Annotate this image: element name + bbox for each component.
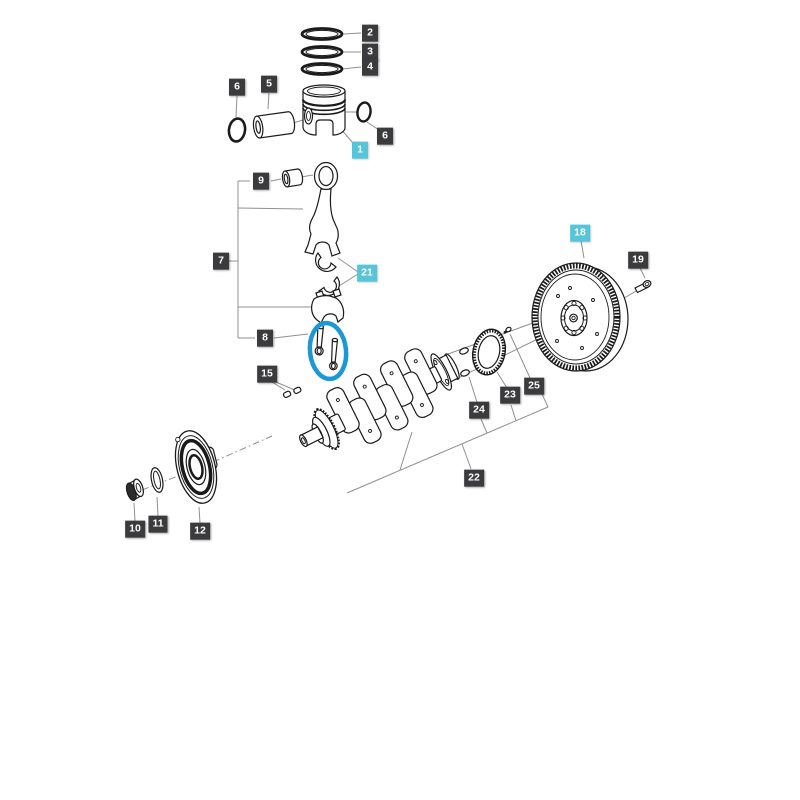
piston-rings [300, 27, 344, 76]
crank-pulley [174, 430, 218, 504]
adapter-ring [472, 328, 506, 376]
part-label-6-right[interactable]: 6 [377, 127, 393, 145]
part-label-22[interactable]: 22 [464, 469, 484, 487]
part-label-18[interactable]: 18 [570, 224, 590, 242]
piston [301, 84, 347, 136]
part-label-19[interactable]: 19 [628, 251, 648, 269]
snap-ring-left [227, 117, 247, 143]
hub-sleeve [125, 478, 144, 501]
part-label-10[interactable]: 10 [125, 520, 145, 538]
part-label-15[interactable]: 15 [257, 365, 277, 383]
part-label-5[interactable]: 5 [261, 75, 277, 93]
part-label-11[interactable]: 11 [148, 515, 168, 533]
part-label-4[interactable]: 4 [362, 58, 378, 76]
part-label-3[interactable]: 3 [362, 43, 378, 61]
part-label-12[interactable]: 12 [190, 522, 210, 540]
part-label-7[interactable]: 7 [213, 252, 229, 270]
snap-ring-right [356, 101, 372, 123]
small-end-bushing [281, 168, 304, 188]
part-label-21[interactable]: 21 [357, 264, 377, 282]
connecting-rod [304, 161, 341, 257]
selection-highlight-circle [307, 320, 349, 382]
part-label-24[interactable]: 24 [469, 401, 489, 419]
part-label-8[interactable]: 8 [257, 329, 273, 347]
pilot-pin [503, 326, 512, 334]
rod-bolts [314, 324, 339, 371]
part-label-23[interactable]: 23 [500, 386, 520, 404]
crankshaft [299, 348, 460, 451]
flywheel [531, 262, 629, 372]
piston-pin [252, 111, 296, 139]
part-label-25[interactable]: 25 [524, 377, 544, 395]
dowel-pins [459, 347, 470, 377]
part-label-2[interactable]: 2 [362, 24, 378, 42]
rod-bearing-cap [311, 288, 345, 324]
part-label-1[interactable]: 1 [352, 141, 368, 159]
spacer-ring [150, 467, 164, 493]
part-label-6-left[interactable]: 6 [229, 78, 245, 96]
flywheel-bolt [634, 280, 652, 294]
part-label-9[interactable]: 9 [253, 172, 269, 190]
leader-lines [133, 32, 646, 524]
woodruff-keys [282, 386, 302, 399]
